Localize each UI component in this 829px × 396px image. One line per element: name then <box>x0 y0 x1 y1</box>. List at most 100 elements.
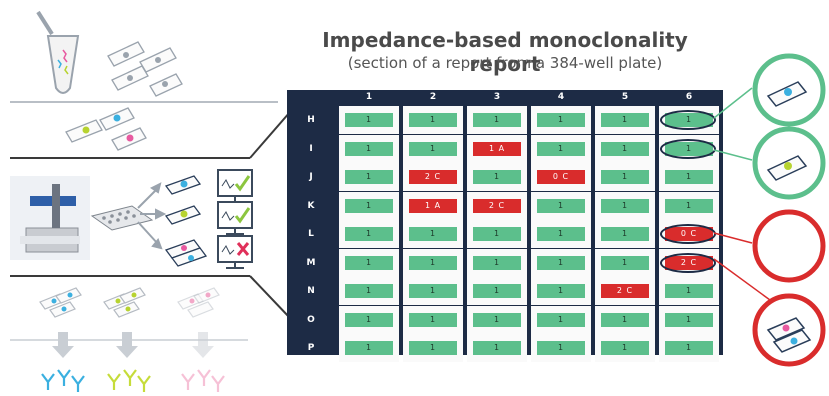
cell-cluster-top <box>107 41 183 97</box>
well-M3: 1 <box>467 248 527 277</box>
antibody-icon <box>41 369 225 392</box>
report-subtitle: (section of a report from a 384-well pla… <box>347 54 663 72</box>
clone-count-label: 1 <box>409 312 457 327</box>
clone-count-label: 0 C <box>537 170 585 184</box>
multiwell-plate-icon <box>90 205 154 231</box>
clone-count-label: 1 <box>473 341 521 355</box>
well-O1: 1 <box>339 305 399 334</box>
callout-circle-single-cell <box>752 126 826 200</box>
clone-count-label: 1 <box>473 312 521 327</box>
clone-count-label: 1 <box>537 312 585 327</box>
clone-count-label: 1 <box>601 227 649 241</box>
report-title: Impedance-based monoclonality report <box>322 28 688 76</box>
row-header: K <box>307 200 315 211</box>
clone-count-label: 1 <box>345 255 393 270</box>
well-N6: 1 <box>659 277 719 305</box>
well-I6: 1 <box>659 134 719 163</box>
clone-count-label: 1 <box>537 141 585 156</box>
clone-count-label: 1 <box>601 141 649 156</box>
clone-count-label: 1 <box>537 255 585 270</box>
well-I2: 1 <box>403 134 463 163</box>
well-H5: 1 <box>595 106 655 134</box>
well-N5: 2 C <box>595 277 655 305</box>
monitor-check-icon <box>217 169 253 203</box>
well-K1: 1 <box>339 191 399 220</box>
clone-count-label: 2 C <box>601 284 649 298</box>
well-J4: 0 C <box>531 163 591 191</box>
clone-count-label: 1 <box>473 170 521 184</box>
well-I5: 1 <box>595 134 655 163</box>
column-header: 2 <box>429 92 437 102</box>
well-O6: 1 <box>659 305 719 334</box>
clone-count-label: 1 <box>601 341 649 355</box>
highlight-ring <box>660 138 716 159</box>
well-I1: 1 <box>339 134 399 163</box>
row-header: P <box>307 343 315 353</box>
row-header: H <box>307 115 315 125</box>
clone-count-label: 1 A <box>473 141 521 156</box>
arrow-down-icon <box>52 332 214 358</box>
well-P6: 1 <box>659 334 719 362</box>
clone-count-label: 1 <box>665 170 713 184</box>
clone-count-label: 1 <box>345 284 393 298</box>
well-I4: 1 <box>531 134 591 163</box>
clone-count-label: 1 <box>537 284 585 298</box>
well-L2: 1 <box>403 220 463 248</box>
well-M4: 1 <box>531 248 591 277</box>
well-L5: 1 <box>595 220 655 248</box>
callout-circle-empty <box>752 209 826 283</box>
well-N3: 1 <box>467 277 527 305</box>
column-header: 3 <box>493 92 501 102</box>
well-O3: 1 <box>467 305 527 334</box>
well-J1: 1 <box>339 163 399 191</box>
clone-count-label: 1 <box>345 312 393 327</box>
clone-count-label: 1 <box>473 255 521 270</box>
well-J2: 2 C <box>403 163 463 191</box>
row-header: J <box>309 172 313 182</box>
clone-count-label: 1 <box>665 312 713 327</box>
well-H6: 1 <box>659 106 719 134</box>
clone-count-label: 1 <box>601 170 649 184</box>
well-J6: 1 <box>659 163 719 191</box>
clone-count-label: 1 <box>665 198 713 213</box>
well-H3: 1 <box>467 106 527 134</box>
well-K6: 1 <box>659 191 719 220</box>
clone-count-label: 1 <box>537 113 585 127</box>
callout-circle-single-cell <box>752 53 826 127</box>
row-header: O <box>307 314 315 325</box>
clone-count-label: 1 <box>473 227 521 241</box>
clone-count-label: 1 <box>665 284 713 298</box>
well-K4: 1 <box>531 191 591 220</box>
well-P3: 1 <box>467 334 527 362</box>
monitor-check-icon <box>217 201 253 235</box>
clone-count-label: 1 <box>409 341 457 355</box>
well-O5: 1 <box>595 305 655 334</box>
well-K2: 1 A <box>403 191 463 220</box>
well-J5: 1 <box>595 163 655 191</box>
well-L1: 1 <box>339 220 399 248</box>
clone-count-label: 1 <box>601 198 649 213</box>
well-L4: 1 <box>531 220 591 248</box>
clone-count-label: 1 <box>601 312 649 327</box>
clone-count-label: 1 <box>601 255 649 270</box>
well-H4: 1 <box>531 106 591 134</box>
clone-count-label: 1 <box>409 141 457 156</box>
clone-count-label: 1 <box>537 341 585 355</box>
well-L3: 1 <box>467 220 527 248</box>
column-header: 4 <box>557 92 565 102</box>
well-P2: 1 <box>403 334 463 362</box>
clone-count-label: 1 <box>409 227 457 241</box>
column-header: 1 <box>365 92 373 102</box>
well-J3: 1 <box>467 163 527 191</box>
callout-circle-two-cells <box>752 293 826 367</box>
cell-cluster-labelled <box>65 107 147 151</box>
monitor-cross-icon <box>217 235 253 269</box>
well-I3: 1 A <box>467 134 527 163</box>
clone-count-label: 1 <box>473 113 521 127</box>
branch-arrows <box>137 182 167 250</box>
clone-count-label: 1 <box>409 255 457 270</box>
well-K5: 1 <box>595 191 655 220</box>
well-H1: 1 <box>339 106 399 134</box>
column-header: 6 <box>685 92 693 102</box>
